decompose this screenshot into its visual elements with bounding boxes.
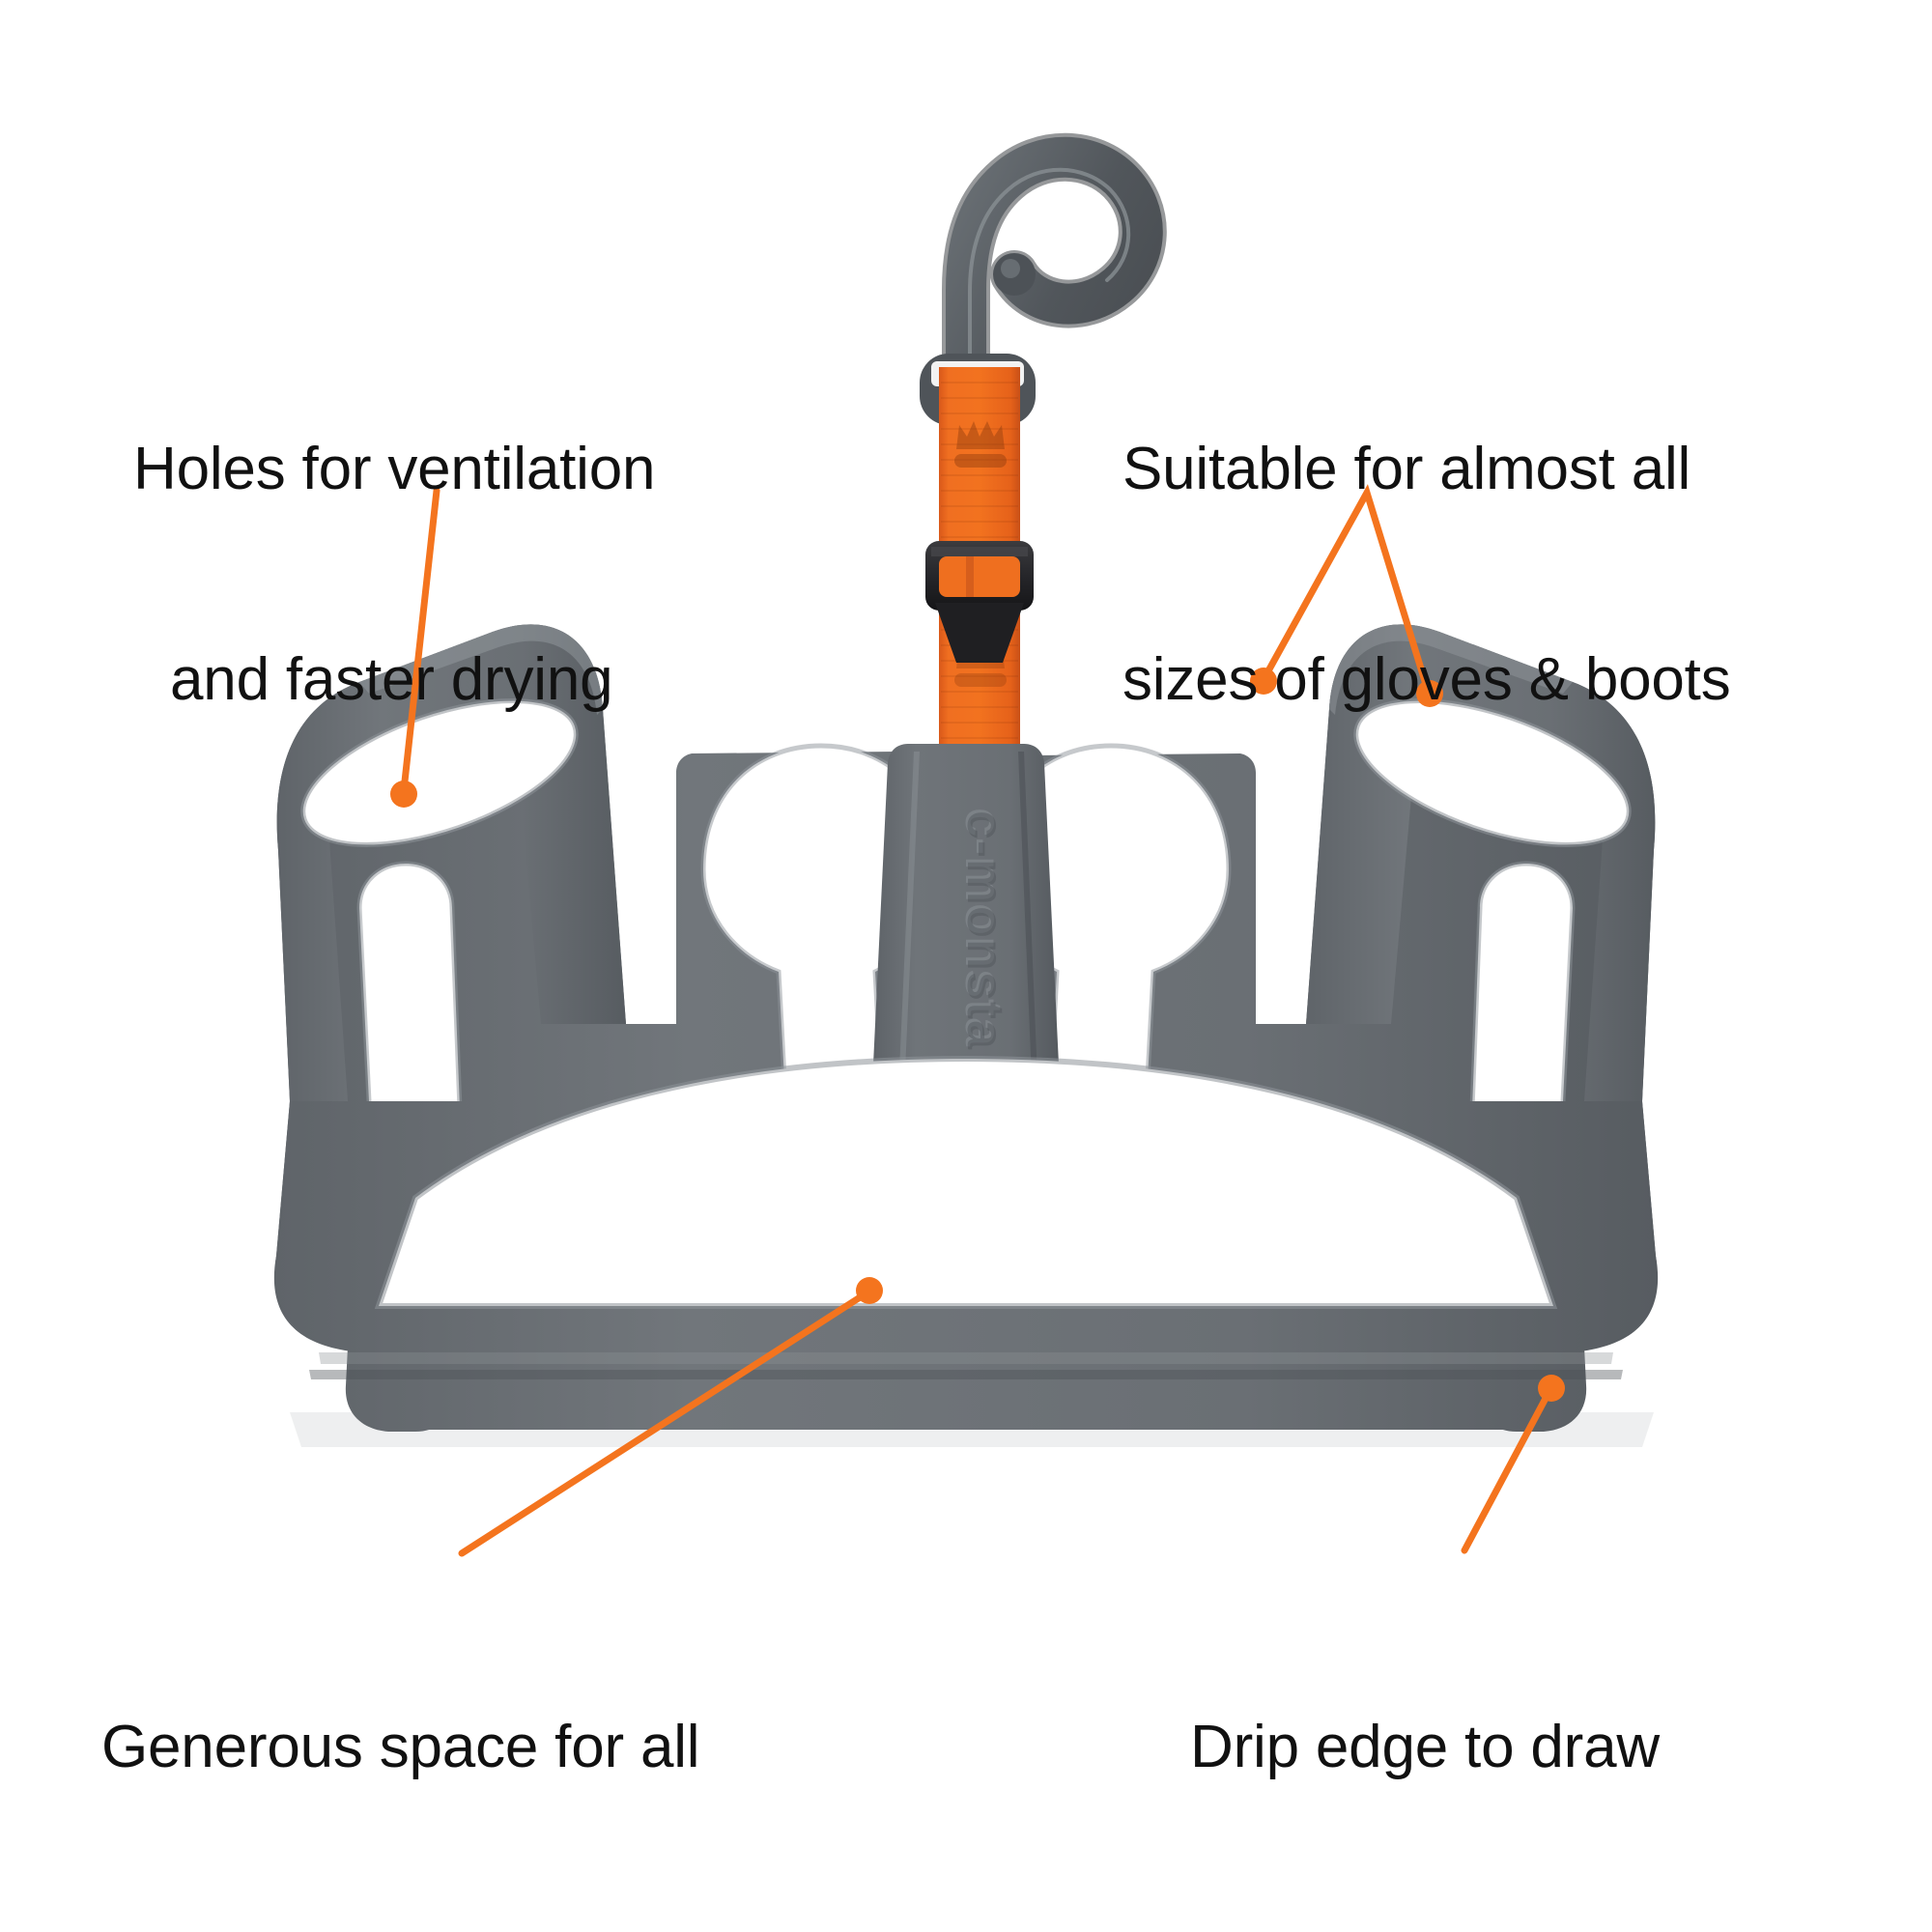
callout-generous-line-2: wetsuit sizes [235, 1923, 699, 1932]
callout-holes-line-1: Holes for ventilation [133, 436, 656, 503]
callout-drip-edge: Drip edge to draw water away [1190, 1573, 1660, 1932]
callout-sizes-line-1: Suitable for almost all [1122, 436, 1691, 503]
dot-drip [1538, 1375, 1565, 1402]
leader-line-drip [1461, 1387, 1553, 1554]
dot-sizes-a [1250, 668, 1277, 695]
svg-text:c-monsta: c-monsta [956, 810, 1014, 1050]
leader-line-generous [458, 1289, 871, 1557]
callout-holes-line-2: and faster drying [170, 645, 613, 713]
annotation-leaders [400, 484, 1553, 1557]
wetsuit-opening [379, 1059, 1553, 1306]
callout-generous-space: Generous space for all wetsuit sizes [101, 1573, 700, 1932]
leader-line-holes [400, 487, 440, 794]
hanger-hook [942, 132, 1167, 526]
callout-sizes-gloves-boots: Suitable for almost all sizes of gloves … [1122, 295, 1731, 855]
dot-holes [390, 781, 417, 808]
leader-line-sizes [1262, 484, 1432, 695]
dot-generous [856, 1277, 883, 1304]
left-arm-ventilation-hole [300, 698, 579, 847]
callout-drip-line-2: water away [1260, 1923, 1660, 1932]
brand-emboss-text: c-monsta [954, 808, 1012, 1047]
strap-buckle [925, 541, 1034, 663]
callout-holes-ventilation: Holes for ventilation and faster drying [133, 295, 656, 855]
annotation-dots [390, 668, 1565, 1402]
dot-sizes-b [1416, 680, 1443, 707]
hanger-body: c-monsta c-monsta [273, 624, 1659, 1447]
callout-drip-line-1: Drip edge to draw [1190, 1714, 1660, 1781]
callout-generous-line-1: Generous space for all [101, 1714, 700, 1781]
right-arm-ventilation-hole [1353, 698, 1632, 847]
bottom-bar [274, 1055, 1658, 1432]
strap-crown-logo-upper [954, 421, 1007, 468]
callout-sizes-line-2: sizes of gloves & boots [1122, 645, 1731, 713]
